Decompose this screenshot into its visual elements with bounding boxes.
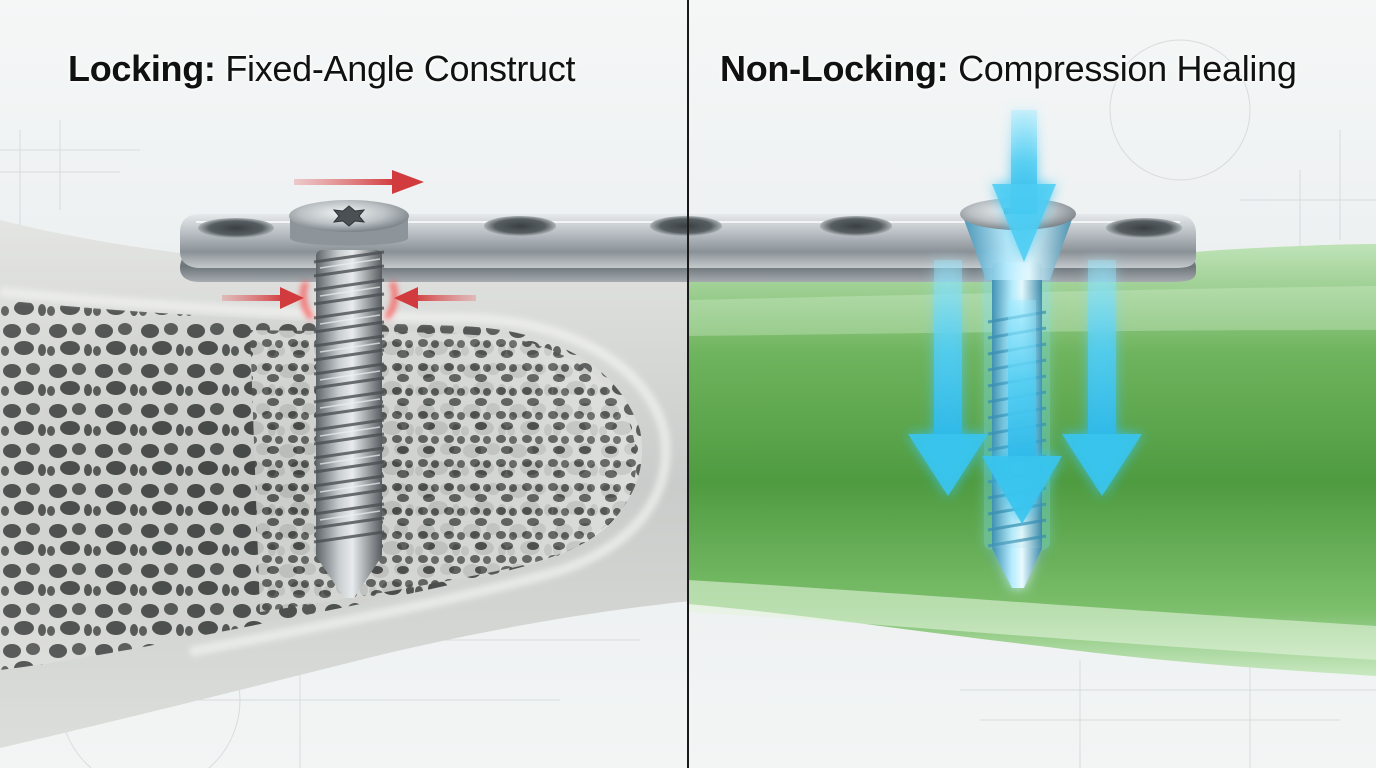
non-locking-panel-title: Non-Locking: Compression Healing: [720, 48, 1297, 90]
locking-panel-title: Locking: Fixed-Angle Construct: [68, 48, 575, 90]
locking-title-bold: Locking:: [68, 48, 216, 89]
non-locking-title-bold: Non-Locking:: [720, 48, 948, 89]
plate-hole: [198, 218, 274, 238]
plate-hole: [820, 216, 892, 236]
plate-hole: [1106, 218, 1182, 238]
locking-title-rest: Fixed-Angle Construct: [225, 48, 575, 89]
plate-hole: [650, 216, 722, 236]
non-locking-title-rest: Compression Healing: [958, 48, 1296, 89]
plate-hole: [484, 216, 556, 236]
